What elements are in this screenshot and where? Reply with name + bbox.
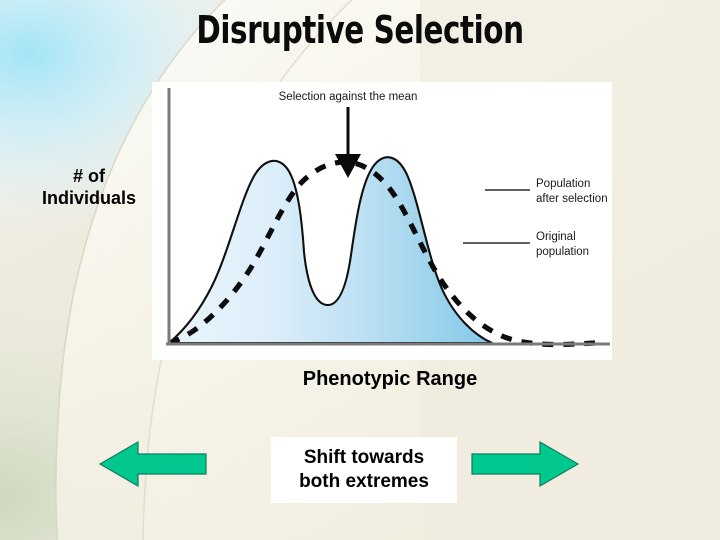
y-axis-caption-line2: Individuals [41,187,137,208]
shift-callout-box: Shift towards both extremes [271,437,457,503]
shift-text-line1: Shift towards [303,446,425,468]
annotation-arrow-head [335,154,361,178]
legend-1-line2: after selection [536,193,608,205]
legend-2-line2: population [536,246,589,258]
bottom-arrow-row [0,430,720,515]
curve-original-population [168,159,596,348]
y-axis-caption-line1: # of [72,166,105,186]
y-axis-caption: # of Individuals [14,166,164,209]
right-arrow-icon [471,440,580,488]
legend-1-line1: Population [536,178,590,190]
figure-panel: Selection against the mean Population af… [152,82,612,360]
left-arrow-icon [98,440,207,488]
curve-population-after-selection [167,156,494,345]
disruptive-selection-chart: Selection against the mean Population af… [152,82,612,360]
legend-2-line1: Original [536,231,576,243]
page-title: Disruptive Selection [196,8,524,52]
x-axis-caption: Phenotypic Range [302,368,478,390]
annotation-selection-against-mean: Selection against the mean [279,91,418,103]
shift-text-line2: both extremes [299,471,429,492]
